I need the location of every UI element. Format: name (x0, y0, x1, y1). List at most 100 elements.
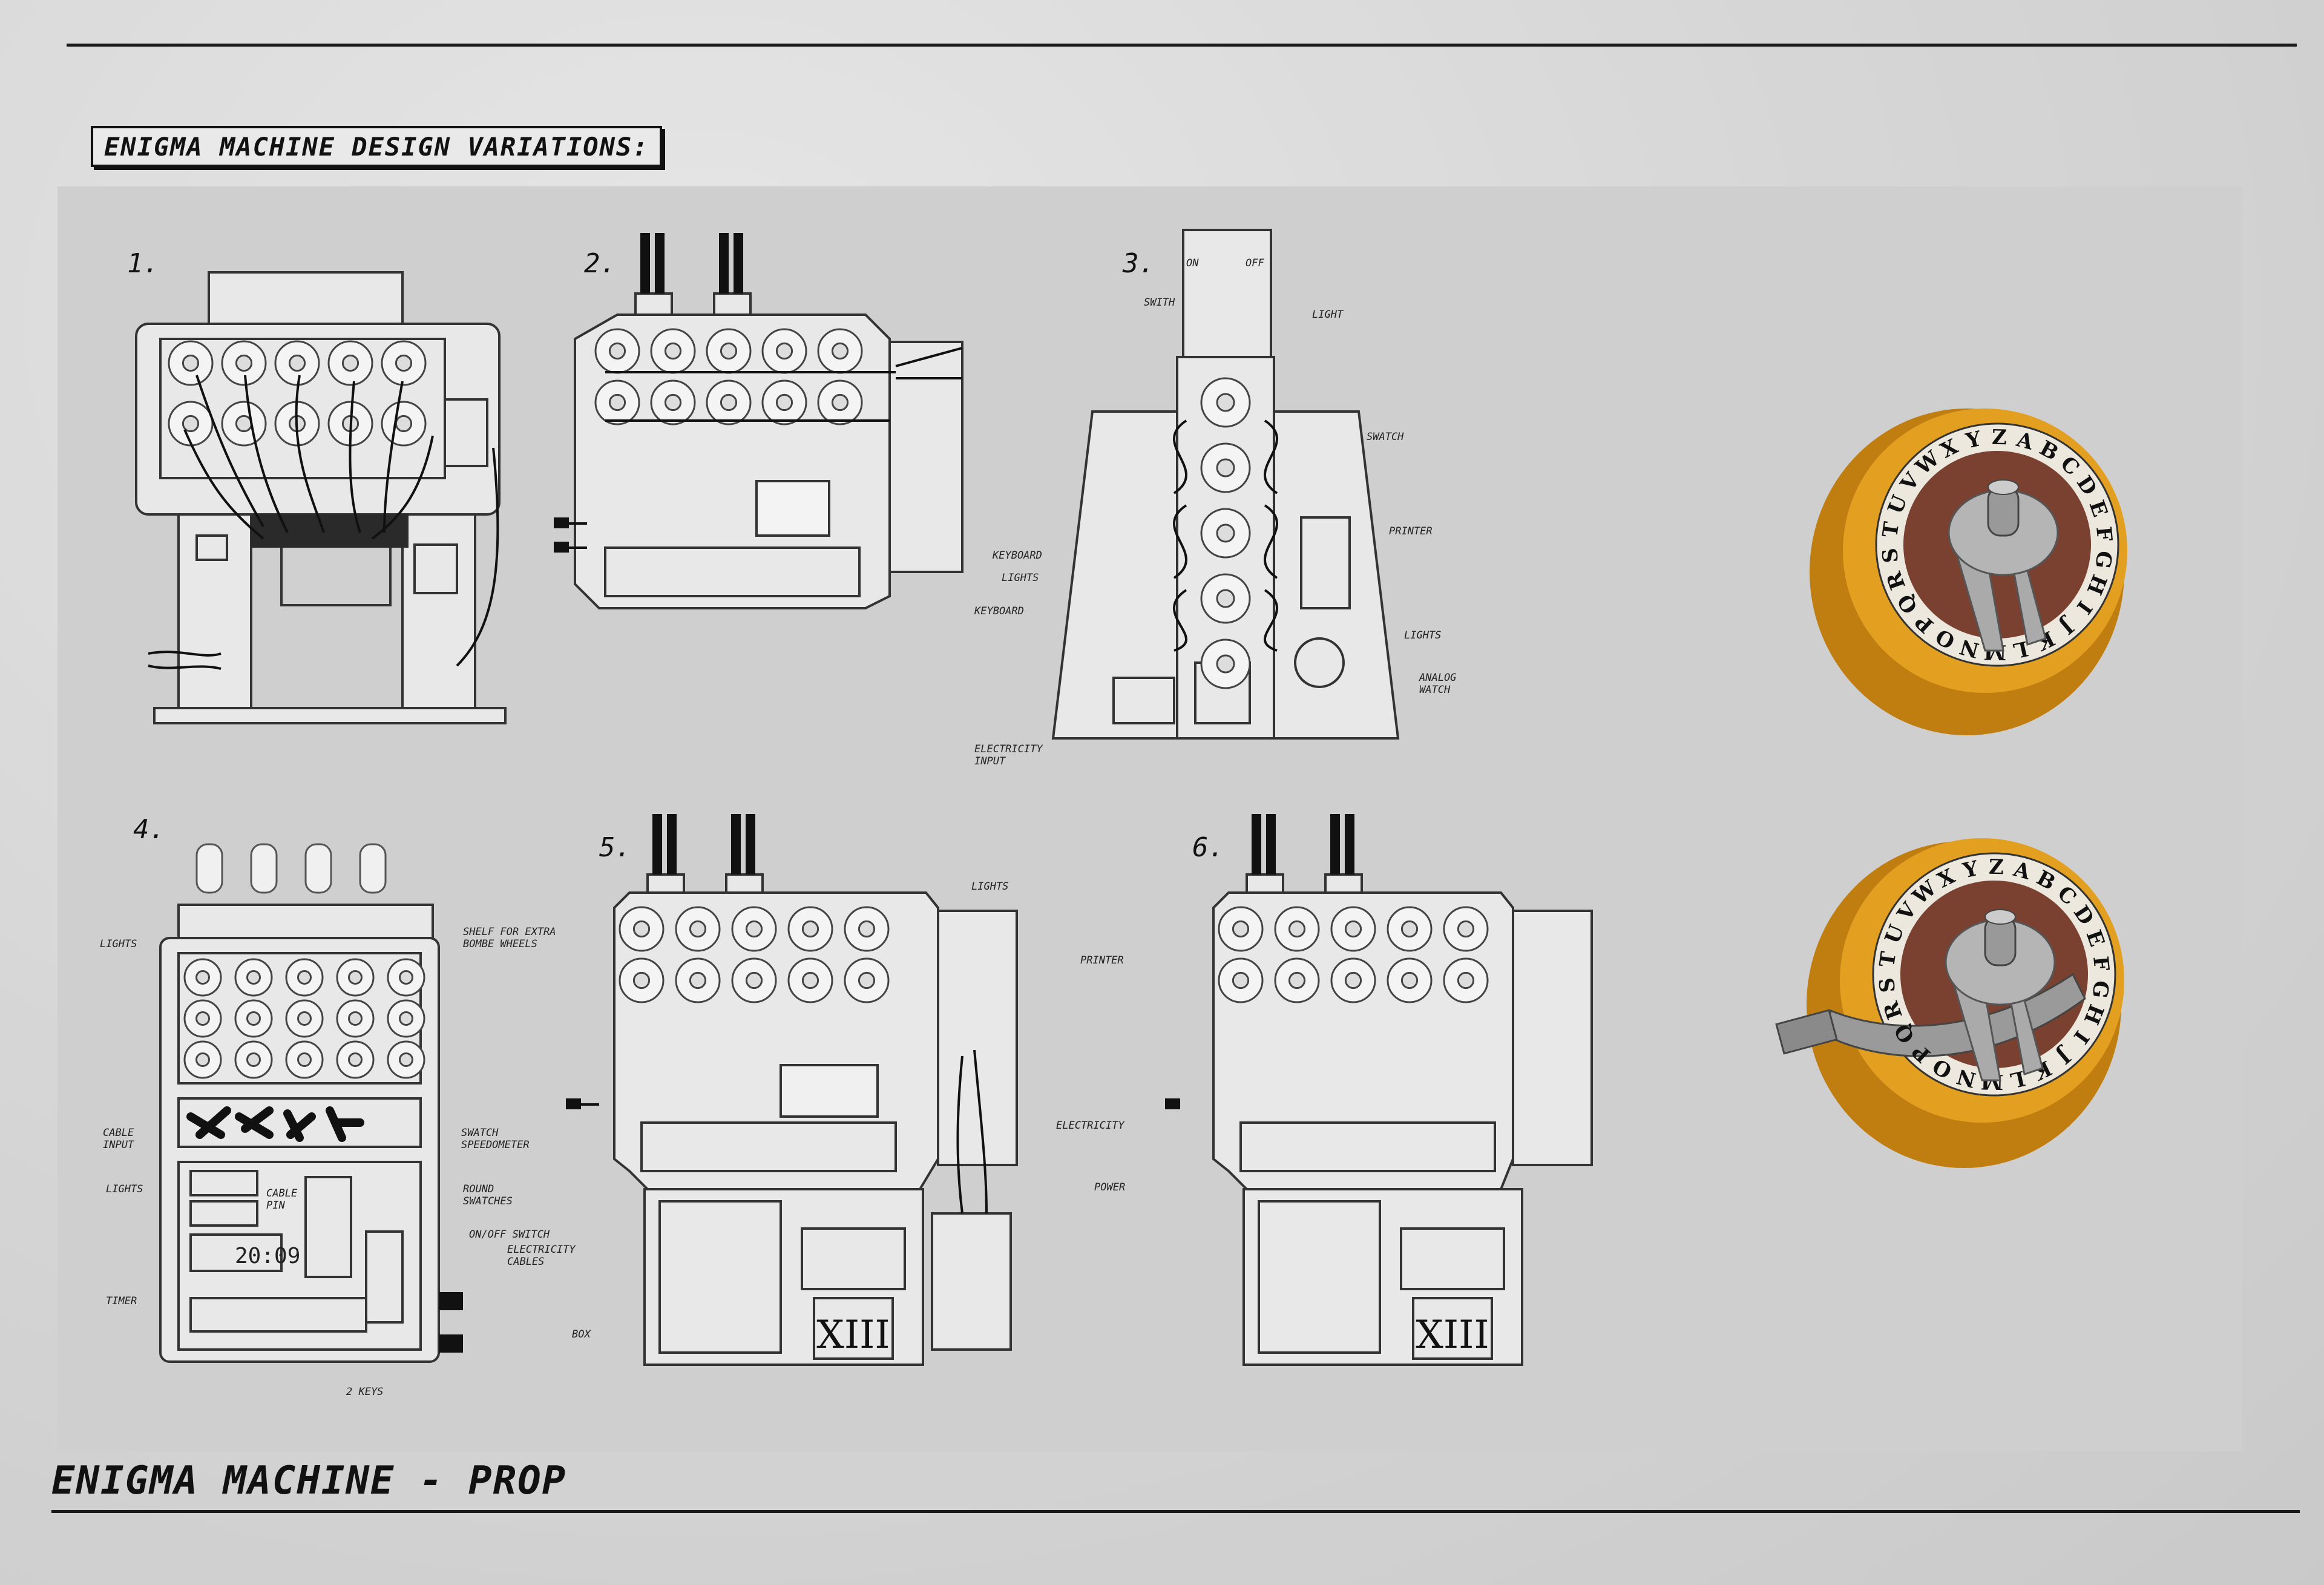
drum-hub (632, 920, 651, 938)
drum-hub (689, 920, 707, 938)
drum-hub (182, 354, 200, 372)
drum-hub (608, 342, 626, 360)
v4-shelf-label: SHELF FOR EXTRA BOMBE WHEELS (463, 926, 556, 950)
drum-hub (1216, 458, 1235, 477)
drum-hub (1216, 654, 1235, 674)
drum-hub (1457, 971, 1475, 989)
rotor-letter: G (2090, 550, 2116, 570)
drum-hub (1400, 971, 1419, 989)
drum-hub (288, 354, 306, 372)
variant-6-number: 6. (1192, 832, 1224, 863)
drum-hub (745, 971, 763, 989)
v3-electricity-label: ELECTRICITY INPUT (974, 743, 1043, 767)
v4-onoff-label: ON/OFF SWITCH (469, 1229, 550, 1241)
drum-hub (235, 415, 253, 433)
variant-2-drawing (554, 233, 963, 609)
v5-box-label: BOX (572, 1328, 591, 1341)
v4-cable-pin-label: CABLE PIN (266, 1187, 298, 1212)
variant-2-number: 2. (584, 248, 616, 279)
variant-5-number: 5. (599, 832, 631, 863)
rotor-letter: S (1875, 977, 1900, 994)
v3-on-label: ON (1186, 257, 1199, 269)
variant-6-drawing: XIII (1165, 814, 1593, 1366)
drum-hub (1288, 971, 1306, 989)
v5-printer-label: PRINTER (1080, 954, 1124, 966)
rotor-letter: T (1878, 520, 1904, 539)
v4-electricity-cables-label: ELECTRICITY CABLES (507, 1244, 576, 1268)
rotor-letter: Z (1989, 855, 2004, 880)
drum-hub (235, 354, 253, 372)
drum-hub (399, 1052, 413, 1067)
drum-hub (720, 393, 738, 412)
drum-hub (775, 393, 793, 412)
v4-lights-b-label: LIGHTS (106, 1183, 143, 1195)
heading-box: ENIGMA MACHINE DESIGN VARIATIONS: (91, 126, 663, 167)
drum-hub (1344, 920, 1362, 938)
drum-hub (775, 342, 793, 360)
drum-hub (297, 970, 312, 985)
drum-hub (341, 354, 359, 372)
bottom-rule (51, 1510, 2300, 1513)
rotor-letter: F (2088, 955, 2113, 972)
drum-hub (348, 1052, 363, 1067)
variant-3-number: 3. (1123, 248, 1155, 279)
drum-hub (689, 971, 707, 989)
v5-roman-mark: XIII (816, 1313, 890, 1357)
drum-hub (246, 1052, 261, 1067)
drum-hub (399, 970, 413, 985)
v3-keyboard-a-label: KEYBOARD (993, 550, 1042, 562)
drum-hub (1216, 393, 1235, 412)
v6-roman-mark: XIII (1416, 1313, 1489, 1357)
v3-off-label: OFF (1246, 257, 1264, 269)
v3-lights-a-label: LIGHTS (1002, 572, 1039, 584)
drum-hub (745, 920, 763, 938)
vacuum-tube (359, 843, 387, 894)
drum-hub (195, 1011, 210, 1026)
v4-round-swatches-label: ROUND SWATCHES (463, 1183, 513, 1207)
v3-swatch-label: SWATCH (1367, 431, 1404, 443)
vacuum-tube (304, 843, 332, 894)
vacuum-tube (250, 843, 278, 894)
v4-cable-input-label: CABLE INPUT (103, 1127, 134, 1151)
drum-hub (1232, 920, 1250, 938)
v4-keys-label: 2 KEYS (346, 1386, 384, 1398)
v3-keyboard-b-label: KEYBOARD (974, 605, 1024, 617)
v5-lights-label: LIGHTS (971, 881, 1009, 893)
drum-hub (348, 970, 363, 985)
drum-hub (297, 1052, 312, 1067)
v4-swatch-speed-label: SWATCH SPEEDOMETER (461, 1127, 530, 1151)
drum-hub (1457, 920, 1475, 938)
drum-hub (1216, 523, 1235, 543)
v3-lights-b-label: LIGHTS (1404, 629, 1442, 642)
v4-lights-a-label: LIGHTS (100, 938, 137, 950)
drum-hub (195, 1052, 210, 1067)
drum-hub (720, 342, 738, 360)
drum-hub (395, 354, 413, 372)
vacuum-tube (195, 843, 223, 894)
variant-3-drawing (1051, 229, 1400, 740)
v3-light-label: LIGHT (1312, 309, 1344, 321)
drum-hub (801, 920, 819, 938)
drum-hub (632, 971, 651, 989)
rotor-letter: F (2091, 525, 2116, 542)
drum-hub (246, 970, 261, 985)
rotor-letter: Z (1992, 425, 2007, 450)
drum-hub (858, 971, 876, 989)
sheet-heading: ENIGMA MACHINE DESIGN VARIATIONS: (104, 131, 649, 162)
v4-timer-readout: 20:09 (235, 1244, 300, 1268)
drum-hub (664, 342, 682, 360)
rotor-letter: T (1875, 950, 1901, 969)
rotor-letter: G (2087, 979, 2113, 1000)
drum-hub (831, 342, 849, 360)
drum-hub (1288, 920, 1306, 938)
v4-timer-label: TIMER (106, 1295, 137, 1307)
variant-5-drawing: XIII (566, 814, 1018, 1366)
drum-hub (1400, 920, 1419, 938)
drum-hub (1232, 971, 1250, 989)
variant-1-drawing (135, 271, 507, 724)
drum-hub (182, 415, 200, 433)
v3-analog-label: ANALOG WATCH (1419, 672, 1457, 696)
v5-power-label: POWER (1094, 1181, 1126, 1193)
variant-1-number: 1. (127, 248, 159, 279)
